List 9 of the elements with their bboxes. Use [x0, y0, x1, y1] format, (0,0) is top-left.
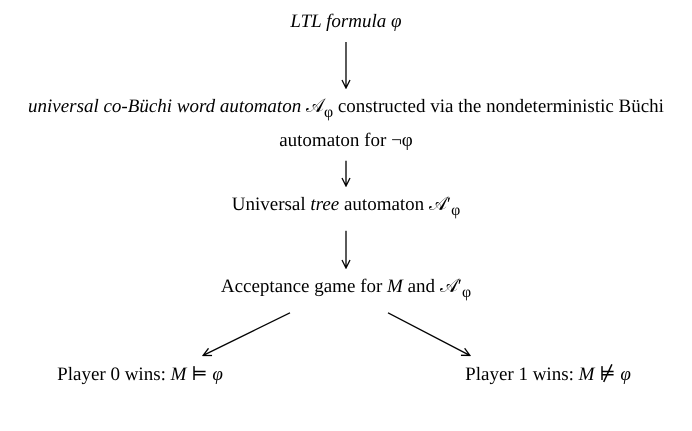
- node-text: universal co-Büchi word automaton 𝒜$_{φ}$ constructed via the nondeterministic Büchi automaton for ¬φ: [28, 96, 664, 151]
- arrow: [341, 160, 351, 187]
- arrow: [341, 230, 351, 269]
- arrow: [202, 312, 290, 356]
- node-text: LTL formula φ: [290, 11, 402, 32]
- node-text: Player 1 wins: M ⊭ φ: [465, 364, 631, 385]
- node-text: Player 0 wins: M ⊨ φ: [57, 364, 223, 385]
- arrow: [388, 312, 471, 356]
- arrow: [341, 42, 351, 89]
